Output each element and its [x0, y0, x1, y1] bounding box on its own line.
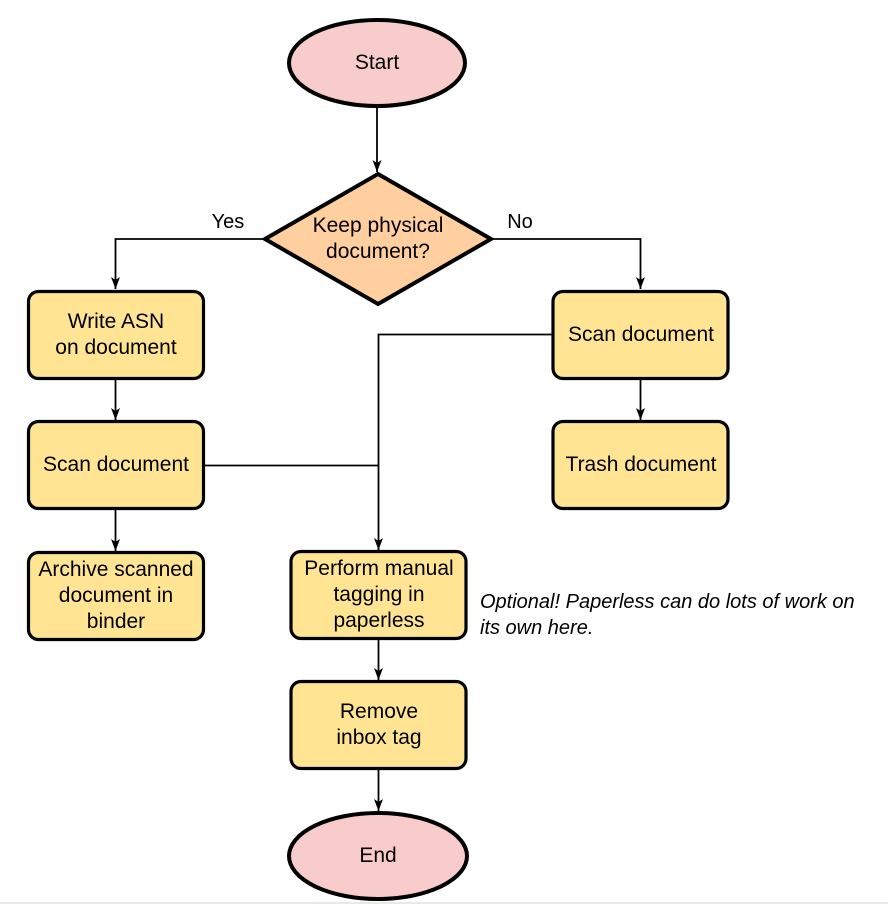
scan-left-label: Scan document	[43, 453, 189, 476]
yes-edge-label: Yes	[211, 211, 245, 233]
end-label: End	[359, 844, 397, 867]
process-box-remove-inbox	[289, 679, 468, 771]
start-terminator-shape	[287, 18, 467, 108]
end-terminator-shape	[287, 811, 469, 901]
remove-inbox-label: Remove inbox tag	[336, 700, 422, 749]
archive-label: Archive scanned document in binder	[38, 558, 194, 633]
edge-decision-yes	[111, 238, 265, 289]
process-box-scan-right	[551, 289, 730, 381]
process-box-write-asn	[26, 289, 206, 381]
scan-right-label: Scan document	[568, 323, 714, 346]
edge-decision-no	[491, 238, 645, 289]
optional-note-text: Optional! Paperless can do lots of work …	[480, 591, 855, 639]
start-label: Start	[354, 51, 400, 74]
bottom-divider	[0, 902, 888, 904]
no-edge-label: No	[507, 211, 533, 233]
decision-diamond-shape	[260, 171, 496, 307]
process-box-tagging	[289, 549, 468, 641]
process-box-trash	[551, 419, 730, 511]
process-box-scan-left	[26, 419, 206, 511]
write-asn-label: Write ASN on document	[55, 310, 177, 359]
tagging-label: Perform manual tagging in paperless	[304, 557, 454, 632]
trash-label: Trash document	[565, 453, 717, 476]
process-box-archive	[26, 550, 206, 642]
edge-scanright-to-tagging	[374, 333, 553, 550]
decision-label: Keep physical document?	[312, 214, 444, 263]
